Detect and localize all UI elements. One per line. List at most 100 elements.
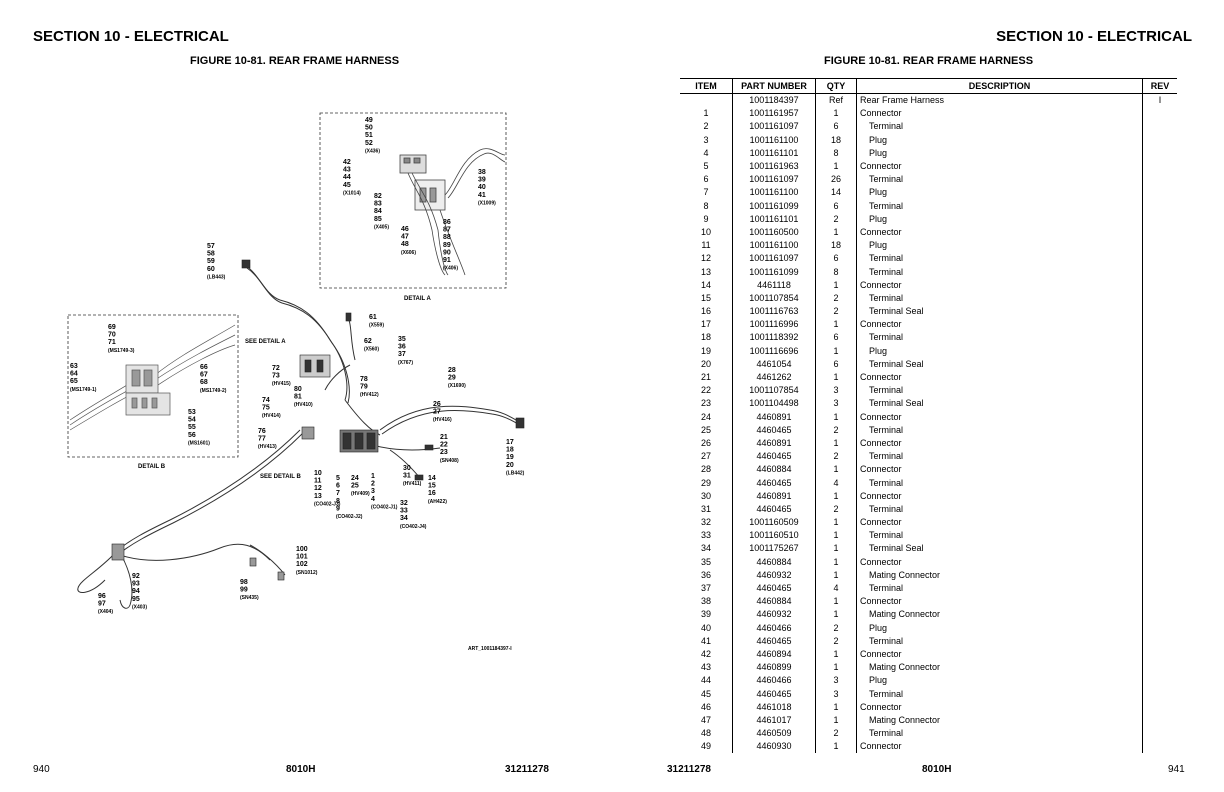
cell-rev [1142,647,1177,662]
callout-line: (X1014) [343,190,361,196]
cell-item: 21 [700,372,711,383]
cell-item: 2 [703,121,709,132]
callout-line: 31 [403,473,411,480]
cell-description: Terminal [856,450,1143,464]
callout-line: 2 [371,481,375,488]
callout-line: 100 [296,546,308,553]
callout-line: 70 [108,332,116,339]
callout-line: 46 [401,226,409,233]
cell-description: Terminal [856,476,1143,490]
cell-item: 33 [700,530,711,541]
figure-title-right: FIGURE 10-81. REAR FRAME HARNESS [824,55,1034,67]
cell-rev [1142,186,1177,200]
callout-line: (X559) [369,323,384,329]
cell-part-number: 1001161101 [732,146,816,160]
cell-rev [1142,107,1177,121]
callout-line: 37 [398,351,406,358]
callout-line: 79 [360,384,368,391]
cell-part-number: 1001107854 [732,384,816,398]
callout-line: (X405) [374,224,389,230]
cell-description: Connector [856,740,1143,754]
callout-line: 23 [440,449,448,456]
cell-description: Plug [856,146,1143,160]
callout-line: 19 [506,454,514,461]
cell-qty: 18 [815,239,857,253]
cell-part-number: 1001161100 [732,186,816,200]
cell-description: Terminal [856,199,1143,213]
cell-part-number: 4460891 [732,436,816,451]
callout-line: 88 [443,234,451,241]
callout-line: (X560) [364,347,379,353]
cell-item: 48 [700,728,711,739]
section-title-right: SECTION 10 - ELECTRICAL [996,28,1192,45]
callout-c12: 61(X559) [369,314,384,329]
cell-qty: 2 [815,502,857,516]
callout-groups: 49505152(X436)42434445(X1014)38394041(X1… [70,117,525,615]
callout-line: (CO402-J2) [336,514,363,520]
callout-line: (HV413) [258,444,277,450]
cell-part-number: 4460465 [732,502,816,516]
callout-line: 95 [132,596,140,603]
cell-rev [1142,581,1177,596]
callout-line: (SN408) [440,458,459,464]
cell-qty: Ref [815,93,857,108]
parts-table: ITEM PART NUMBER QTY DESCRIPTION REV 100… [680,78,1177,754]
callout-line: (X406) [443,266,458,272]
callout-line: (LB443) [207,274,226,280]
callout-line: (X606) [401,250,416,256]
callout-line: 72 [272,365,280,372]
cell-item [680,94,733,108]
art-id-label: ART_1001184397-I [468,646,512,652]
cell-part-number: 4460899 [732,661,816,675]
callout-line: (CO402-J4) [400,524,427,530]
doc-number-left: 31211278 [505,764,549,775]
cell-qty: 8 [815,265,857,279]
callout-line: 17 [506,439,514,446]
cell-item: 10 [700,226,711,237]
cell-rev [1142,687,1177,701]
callout-line: 83 [374,201,382,208]
callout-line: (HV411) [403,481,422,487]
cell-description: Connector [856,700,1143,714]
callout-line: (X403) [132,604,147,610]
cell-qty: 1 [815,555,857,569]
callout-line: 49 [365,117,373,124]
cell-description: Plug [856,674,1143,688]
cell-rev [1142,120,1177,134]
cell-description: Connector [856,489,1143,503]
cell-qty: 1 [815,107,857,121]
figure-title-left: FIGURE 10-81. REAR FRAME HARNESS [190,55,400,67]
callout-line: 81 [294,394,302,401]
cell-qty: 2 [815,291,857,305]
callout-line: 32 [400,500,408,507]
cell-qty: 1 [815,740,857,754]
cell-part-number: 4460465 [732,423,816,437]
cell-description: Terminal Seal [856,357,1143,371]
callout-line: 35 [398,336,406,343]
cell-qty: 1 [815,225,857,240]
cell-rev [1142,740,1177,754]
callout-line: (X404) [98,609,113,615]
cell-rev [1142,410,1177,424]
cell-part-number: 1001118392 [732,331,816,345]
cell-part-number: 4461018 [732,700,816,714]
callout-line: 76 [258,428,266,435]
callout-line: 4 [371,496,375,503]
cell-rev [1142,252,1177,266]
cell-item: 20 [700,358,711,369]
cell-item: 44 [700,675,711,686]
cell-item: 47 [700,714,711,725]
cell-qty: 4 [815,581,857,596]
callout-line: (MS1749-3) [108,348,135,354]
